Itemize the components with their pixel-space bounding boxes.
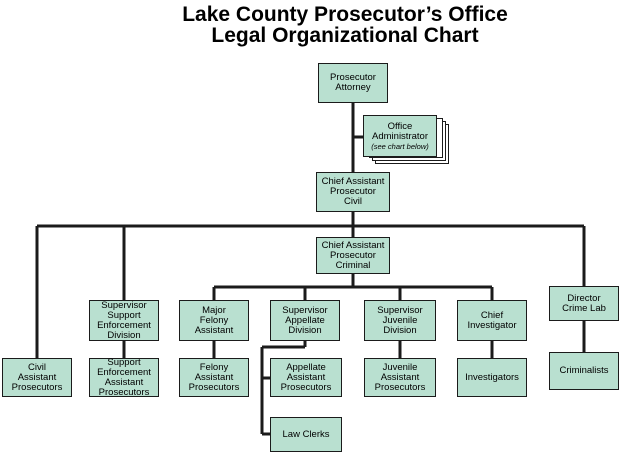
investigators-label: Investigators: [465, 371, 519, 383]
chief-assistant-criminal-label: Chief Assistant Prosecutor Criminal: [321, 239, 385, 271]
chief-investigator-label: Chief Investigator: [467, 309, 517, 331]
director-crime-lab-box[interactable]: Director Crime Lab: [549, 286, 619, 321]
office-administrator-note: (see chart below): [371, 141, 429, 151]
supervisor-support-enforcement-label: Supervisor Support Enforcement Division: [97, 299, 151, 341]
supervisor-support-enforcement-box[interactable]: Supervisor Support Enforcement Division: [89, 300, 159, 341]
law-clerks-label: Law Clerks: [282, 428, 330, 440]
chief-assistant-civil-box[interactable]: Chief Assistant Prosecutor Civil: [316, 172, 390, 212]
investigators-box[interactable]: Investigators: [457, 358, 527, 397]
criminalists-label: Criminalists: [559, 365, 609, 376]
appellate-assistant-prosecutors-label: Appellate Assistant Prosecutors: [280, 361, 332, 393]
juvenile-assistant-prosecutors-box[interactable]: Juvenile Assistant Prosecutors: [364, 358, 436, 397]
supervisor-juvenile-label: Supervisor Juvenile Division: [377, 304, 423, 336]
civil-assistant-prosecutors-label: Civil Assistant Prosecutors: [11, 361, 63, 393]
office-administrator-label: Office Administrator: [372, 120, 428, 142]
director-crime-lab-label: Director Crime Lab: [562, 292, 606, 314]
supervisor-appellate-label: Supervisor Appellate Division: [282, 304, 328, 336]
prosecutor-attorney-label: Prosecutor Attorney: [330, 72, 376, 93]
felony-assistant-prosecutors-label: Felony Assistant Prosecutors: [188, 361, 240, 393]
supervisor-appellate-box[interactable]: Supervisor Appellate Division: [270, 300, 340, 341]
supervisor-juvenile-box[interactable]: Supervisor Juvenile Division: [364, 300, 436, 341]
chart-title-line-2: Legal Organizational Chart: [211, 24, 479, 47]
chief-assistant-civil-label: Chief Assistant Prosecutor Civil: [321, 176, 385, 207]
juvenile-assistant-prosecutors-label: Juvenile Assistant Prosecutors: [374, 361, 426, 393]
major-felony-assistant-box[interactable]: Major Felony Assistant: [179, 300, 249, 341]
appellate-assistant-prosecutors-box[interactable]: Appellate Assistant Prosecutors: [270, 358, 342, 397]
support-enforcement-assistant-label: Support Enforcement Assistant Prosecutor…: [97, 356, 151, 398]
major-felony-assistant-label: Major Felony Assistant: [194, 304, 234, 336]
prosecutor-attorney-box[interactable]: Prosecutor Attorney: [318, 63, 388, 103]
office-administrator-box[interactable]: Office Administrator (see chart below): [363, 115, 437, 157]
chief-investigator-box[interactable]: Chief Investigator: [457, 300, 527, 341]
law-clerks-box[interactable]: Law Clerks: [270, 417, 342, 452]
felony-assistant-prosecutors-box[interactable]: Felony Assistant Prosecutors: [179, 358, 249, 397]
criminalists-box[interactable]: Criminalists: [549, 352, 619, 390]
support-enforcement-assistant-box[interactable]: Support Enforcement Assistant Prosecutor…: [89, 356, 159, 398]
chart-title-line-1: Lake County Prosecutor’s Office: [182, 3, 508, 26]
chief-assistant-criminal-box[interactable]: Chief Assistant Prosecutor Criminal: [316, 237, 390, 274]
civil-assistant-prosecutors-box[interactable]: Civil Assistant Prosecutors: [2, 358, 72, 397]
